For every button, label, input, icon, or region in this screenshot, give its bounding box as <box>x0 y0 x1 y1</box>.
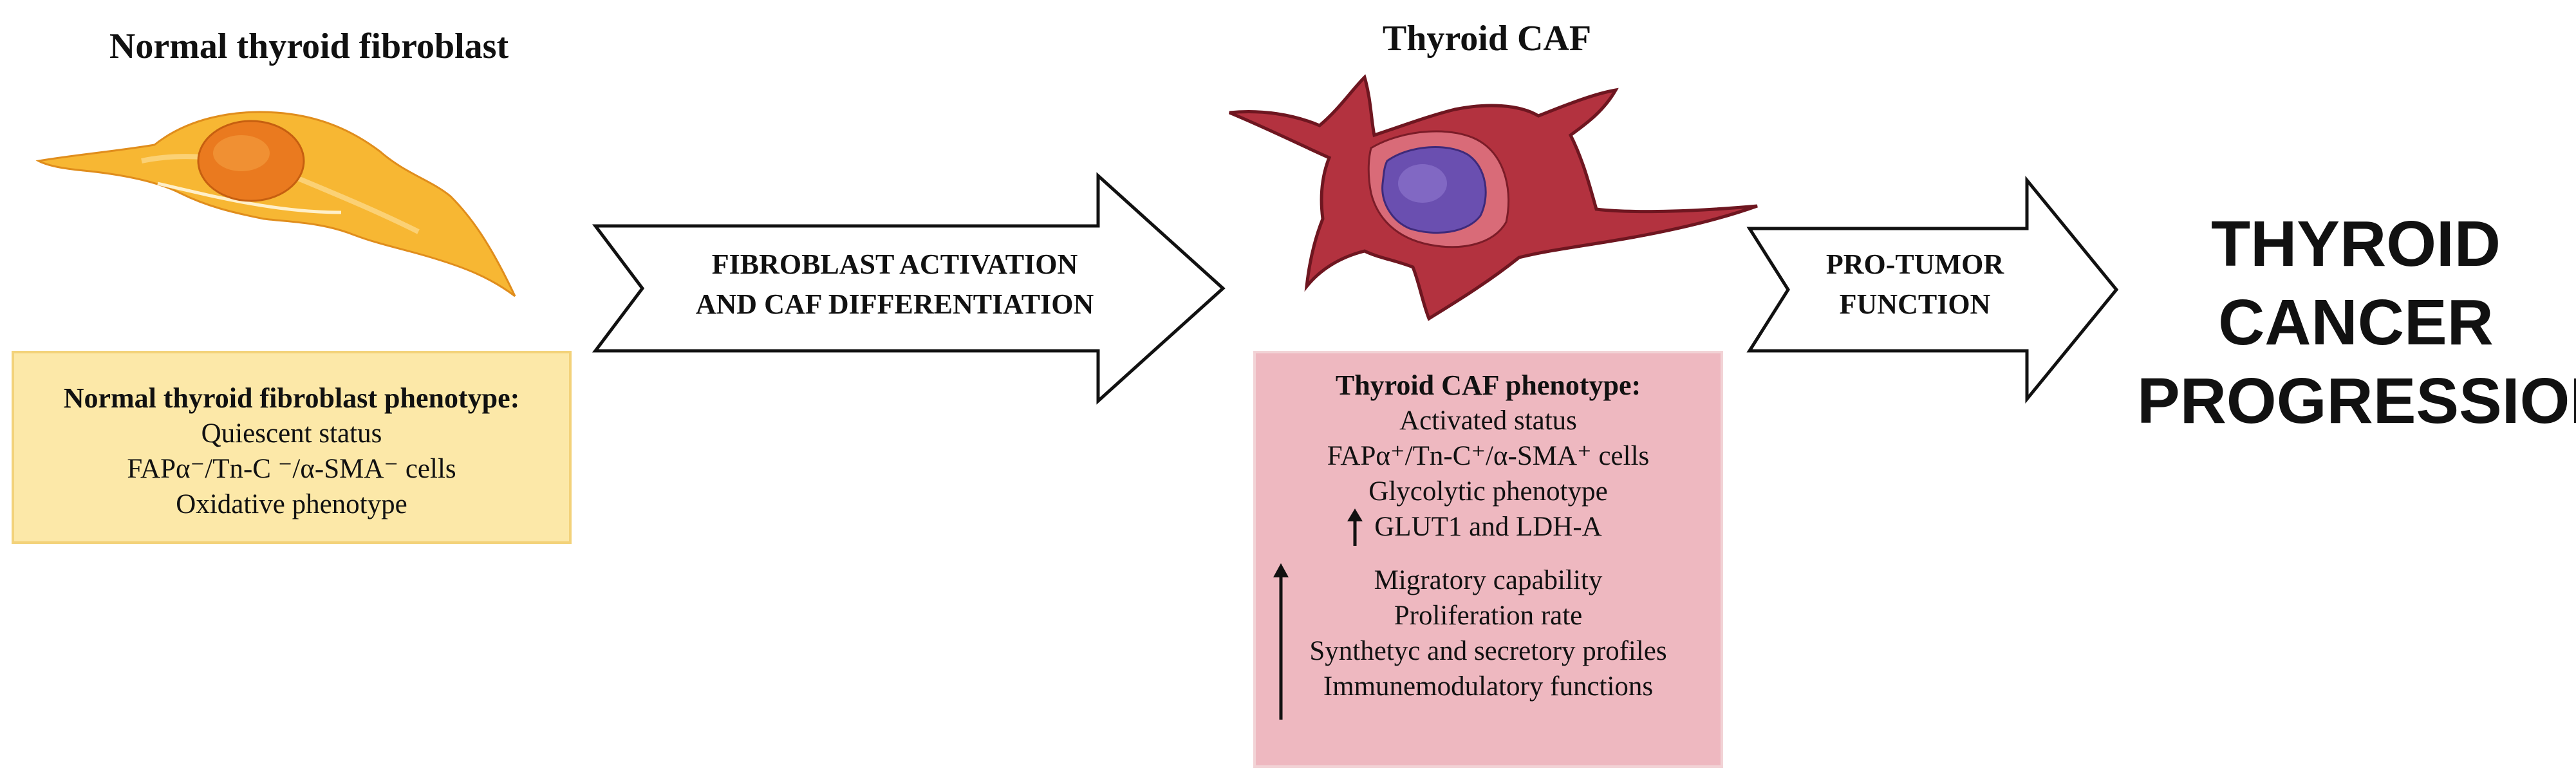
caf-phenotype-line: Glycolytic phenotype <box>1368 476 1608 507</box>
caf-phenotype-line: Proliferation rate <box>1394 601 1583 631</box>
pro-tumor-label-line: PRO-TUMOR <box>1825 248 2004 280</box>
caf-phenotype-line: GLUT1 and LDH-A <box>1374 512 1602 542</box>
thyroid-caf-cell-illustration <box>1229 74 1758 321</box>
caf-phenotype-line: Synthetyc and secretory profiles <box>1309 636 1667 666</box>
pro-tumor-label-line: FUNCTION <box>1839 288 1991 320</box>
pro-tumor-arrow <box>1746 175 2119 404</box>
normal-fibroblast-cell-illustration <box>35 111 516 297</box>
outcome-line: CANCER <box>2218 286 2494 359</box>
caf-phenotype-line: Migratory capability <box>1374 565 1603 595</box>
normal-phenotype-title: Normal thyroid fibroblast phenotype: <box>63 382 520 414</box>
activation-label-line: FIBROBLAST ACTIVATION <box>711 248 1078 280</box>
up-arrow-icon <box>1273 563 1289 720</box>
activation-arrow <box>592 172 1226 405</box>
normal-phenotype-line: FAPα⁻/Tn-C ⁻/α-SMA⁻ cells <box>127 454 456 484</box>
activation-arrow-label: FIBROBLAST ACTIVATION AND CAF DIFFERENTI… <box>644 245 1146 324</box>
caf-phenotype-box: Thyroid CAF phenotype: Activated status … <box>1253 351 1723 768</box>
outcome-line: THYROID <box>2211 208 2501 280</box>
outcome-text: THYROID CANCER PROGRESSION <box>2137 205 2576 440</box>
normal-fibroblast-title: Normal thyroid fibroblast <box>109 26 509 66</box>
caf-phenotype-line: Immunemodulatory functions <box>1323 671 1654 702</box>
caf-phenotype-line: FAPα⁺/Tn-C⁺/α-SMA⁺ cells <box>1327 441 1650 471</box>
outcome-line: PROGRESSION <box>2137 365 2576 437</box>
caf-phenotype-line: Activated status <box>1399 406 1577 436</box>
normal-phenotype-line: Quiescent status <box>201 418 382 449</box>
normal-phenotype-line: Oxidative phenotype <box>176 489 407 519</box>
pro-tumor-arrow-label: PRO-TUMOR FUNCTION <box>1783 245 2047 324</box>
thyroid-caf-title: Thyroid CAF <box>1382 19 1592 59</box>
activation-label-line: AND CAF DIFFERENTIATION <box>695 288 1094 320</box>
caf-phenotype-title: Thyroid CAF phenotype: <box>1335 369 1641 401</box>
normal-phenotype-box: Normal thyroid fibroblast phenotype: Qui… <box>12 351 572 544</box>
up-arrow-icon <box>1347 509 1363 546</box>
